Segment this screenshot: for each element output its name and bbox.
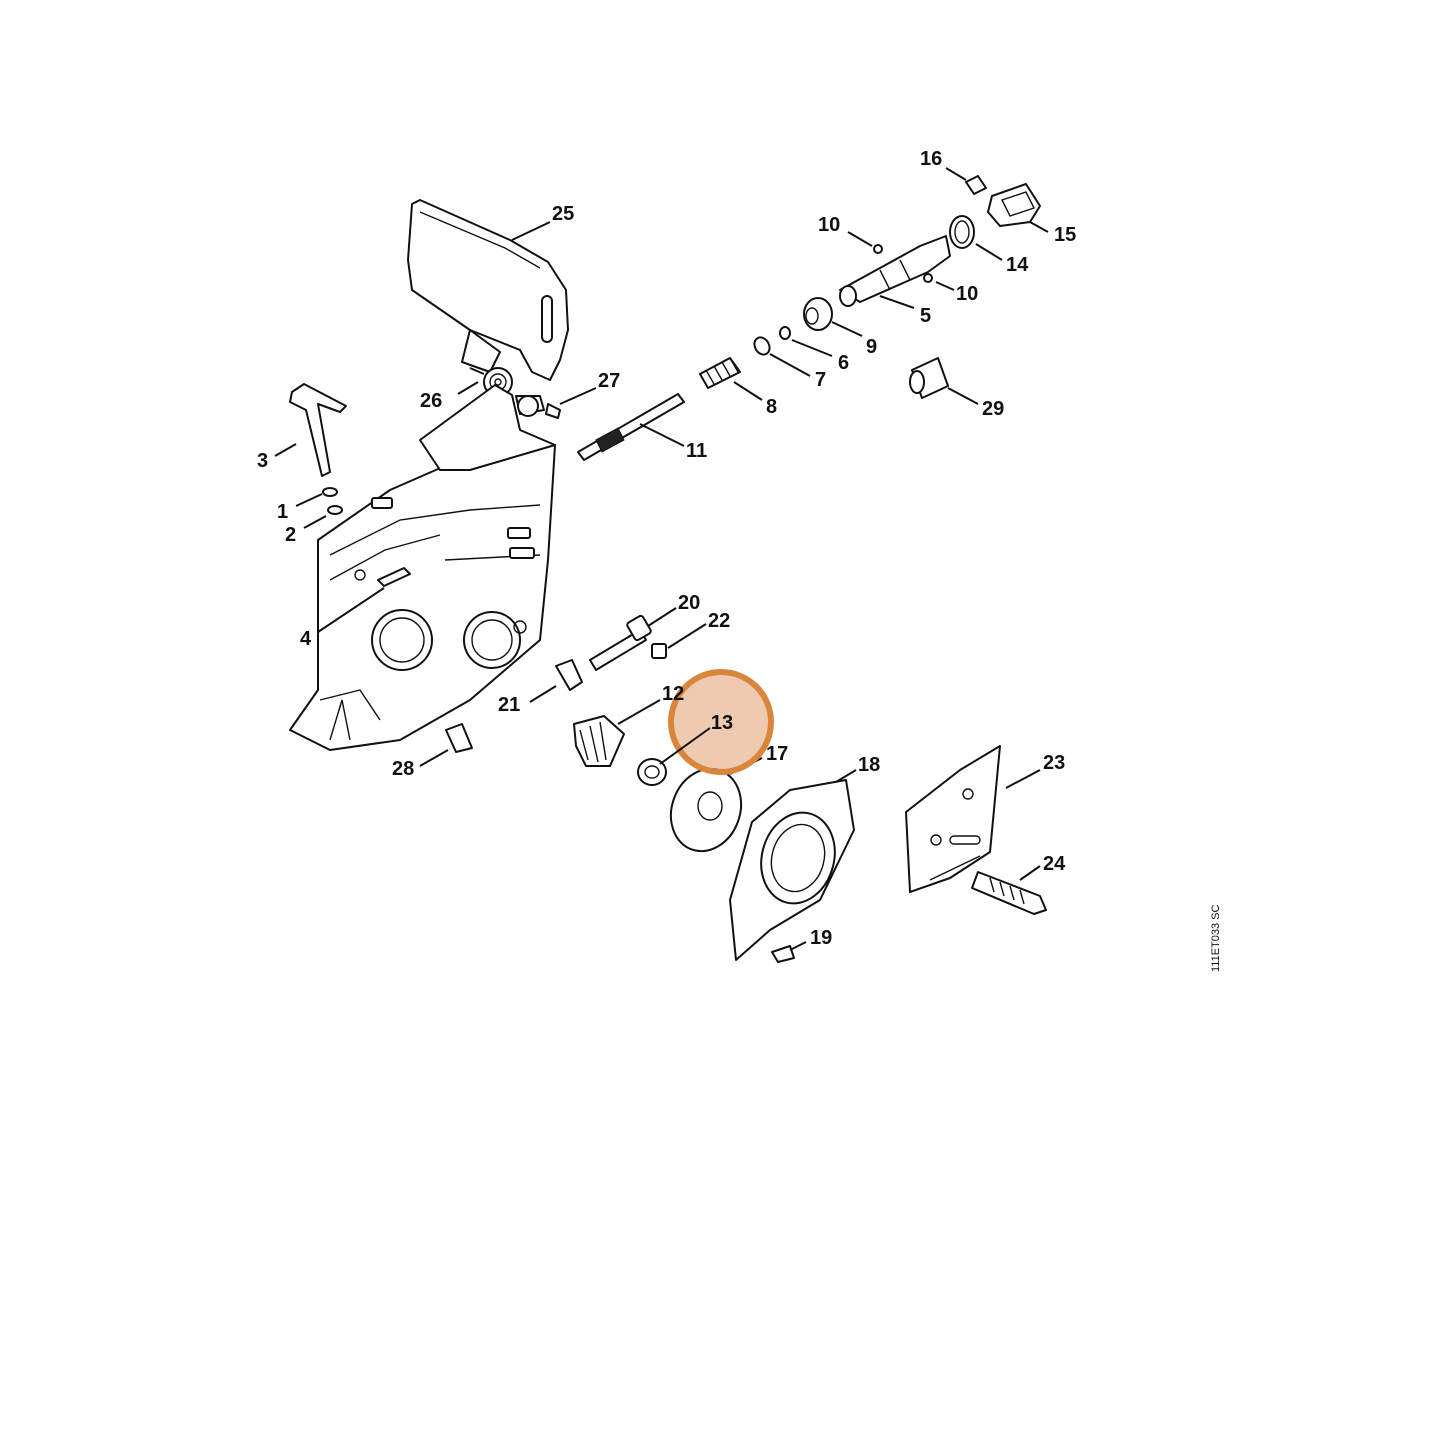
- part-3-lever[interactable]: [289, 383, 347, 477]
- part-15-cap[interactable]: [987, 183, 1041, 227]
- part-20-bolt[interactable]: [589, 614, 652, 671]
- part-29-sleeve[interactable]: [909, 357, 949, 399]
- part-1-ring[interactable]: [322, 487, 338, 497]
- housing: [289, 384, 556, 751]
- callout-label-26: 26: [420, 390, 442, 412]
- part-10-screw-b[interactable]: [923, 273, 933, 283]
- callout-label-1: 1: [277, 501, 288, 523]
- callout-label-3: 3: [257, 450, 268, 472]
- callout-label-23: 23: [1043, 752, 1065, 774]
- callout-label-10a: 10: [818, 214, 840, 236]
- callout-labels: 25 26 27 3 1 2 4 16 10 15 14 10 5 9 6 7 …: [257, 148, 1076, 949]
- part-17-disc[interactable]: [660, 759, 753, 861]
- callout-label-29: 29: [982, 398, 1004, 420]
- part-25-hand-guard[interactable]: [407, 199, 569, 381]
- callout-label-10b: 10: [956, 283, 978, 305]
- callout-label-21: 21: [498, 694, 520, 716]
- callout-label-12: 12: [662, 683, 684, 705]
- callout-label-22: 22: [708, 610, 730, 632]
- callout-label-27: 27: [598, 370, 620, 392]
- part-21-bolt[interactable]: [555, 659, 583, 691]
- callout-label-5: 5: [920, 305, 931, 327]
- part-18-plate[interactable]: [729, 779, 855, 961]
- part-24-stud[interactable]: [971, 871, 1047, 915]
- part-16-screw[interactable]: [965, 175, 987, 195]
- part-5-pump-body[interactable]: [839, 235, 951, 307]
- part-12-worm[interactable]: [573, 715, 625, 767]
- callout-label-9: 9: [866, 336, 877, 358]
- callout-label-25: 25: [552, 203, 574, 225]
- part-19-screw[interactable]: [771, 945, 795, 963]
- callout-label-14: 14: [1006, 254, 1029, 276]
- callout-label-28: 28: [392, 758, 414, 780]
- part-22-nut[interactable]: [651, 643, 667, 659]
- callout-label-18: 18: [858, 754, 880, 776]
- part-14-circlip[interactable]: [949, 215, 975, 249]
- part-4-screw[interactable]: [377, 567, 411, 587]
- callout-label-19: 19: [810, 927, 832, 949]
- part-11-shaft[interactable]: [577, 393, 685, 461]
- callout-label-2: 2: [285, 524, 296, 546]
- part-9-bushing[interactable]: [803, 297, 833, 331]
- part-2-ring[interactable]: [327, 505, 343, 515]
- callout-label-20: 20: [678, 592, 700, 614]
- part-10-screw-a[interactable]: [873, 244, 883, 254]
- drawing-code: 111ET033 SC: [1210, 904, 1222, 972]
- part-13-washer[interactable]: [637, 758, 667, 786]
- part-27-screw[interactable]: [515, 395, 561, 419]
- part-8-spring[interactable]: [699, 357, 741, 389]
- callout-label-8: 8: [766, 396, 777, 418]
- callout-label-11: 11: [686, 440, 707, 462]
- callout-label-6: 6: [838, 352, 849, 374]
- callout-label-15: 15: [1054, 224, 1076, 246]
- part-6-ring[interactable]: [779, 326, 791, 340]
- leader-lines: [274, 167, 1049, 951]
- part-23-bar-plate[interactable]: [905, 745, 1001, 893]
- highlight-marker[interactable]: 13: [659, 669, 774, 775]
- part-7-ring[interactable]: [751, 335, 772, 358]
- part-28-plug[interactable]: [445, 723, 473, 753]
- callout-label-4: 4: [300, 628, 312, 650]
- callout-label-16: 16: [920, 148, 942, 170]
- callout-label-17: 17: [766, 743, 788, 765]
- callout-label-7: 7: [815, 369, 826, 391]
- highlight-label: 13: [711, 712, 733, 734]
- callout-label-24: 24: [1043, 853, 1066, 875]
